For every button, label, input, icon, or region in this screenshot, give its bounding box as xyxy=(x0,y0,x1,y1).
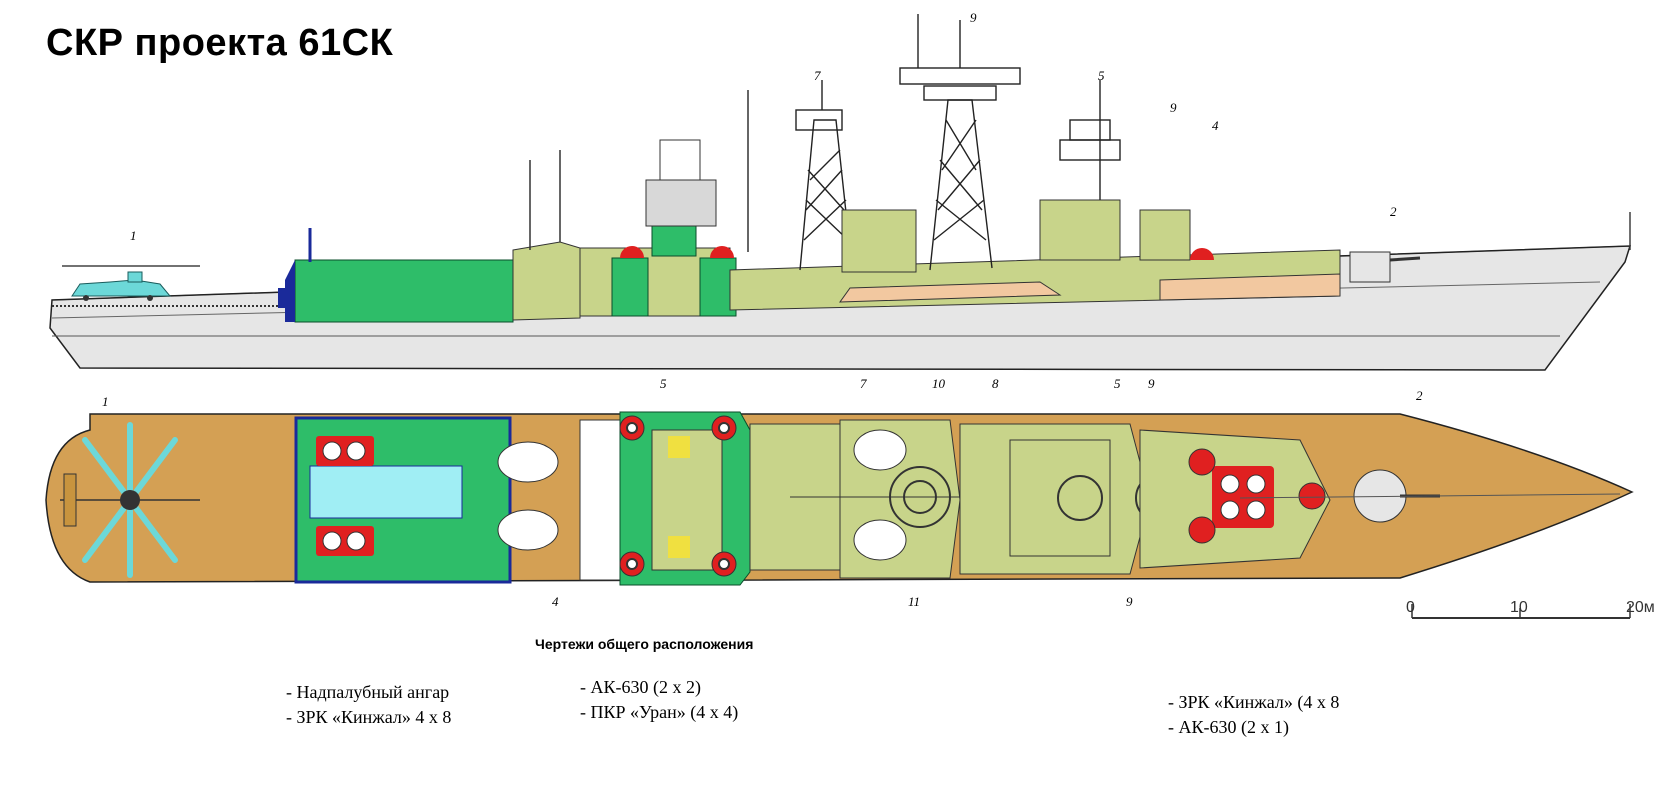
callout-8-plan: 8 xyxy=(992,376,999,391)
callout-9-side: 9 xyxy=(970,10,977,25)
legend-fwd: - ЗРК «Кинжал» (4 х 8 - АК-630 (2 х 1) xyxy=(1168,690,1339,740)
hangar-side xyxy=(294,259,514,323)
callout-1-plan: 1 xyxy=(102,394,109,409)
page-title: СКР проекта 61СК xyxy=(46,22,394,64)
callout-1-side: 1 xyxy=(130,228,137,243)
helipad xyxy=(309,465,463,519)
callout-9-plan: 9 xyxy=(1148,376,1155,391)
legend-item: - ЗРК «Кинжал» 4 х 8 xyxy=(286,707,452,727)
scale-label-20: 20м xyxy=(1626,599,1655,616)
callout-9b-side: 9 xyxy=(1170,100,1177,115)
legend-item: - ПКР «Уран» (4 х 4) xyxy=(580,702,739,722)
legend-item: - ЗРК «Кинжал» (4 х 8 xyxy=(1168,692,1340,712)
callout-11-plan: 11 xyxy=(908,594,920,609)
callout-4-plan: 4 xyxy=(552,594,559,609)
callouts: 1 7 9 5 9 4 2 1 5 7 10 8 5 9 2 4 11 9 xyxy=(102,10,1423,609)
callout-5b-plan: 5 xyxy=(1114,376,1121,391)
callout-2-side: 2 xyxy=(1390,204,1397,219)
lattice-mast-7 xyxy=(795,80,853,271)
aft-gun-house xyxy=(611,257,649,317)
kinzhal-launchers-aft xyxy=(316,436,374,556)
legend-aft: - Надпалубный ангар - ЗРК «Кинжал» 4 х 8 xyxy=(286,680,451,730)
callout-9c-plan: 9 xyxy=(1126,594,1133,609)
scale-bar: 0 10 20м xyxy=(1406,599,1655,619)
plan-view xyxy=(45,411,1634,586)
scale-label-10: 10 xyxy=(1510,599,1528,616)
helicopter-plan xyxy=(60,422,200,578)
callout-10-plan: 10 xyxy=(932,376,946,391)
callout-7-side: 7 xyxy=(814,68,821,83)
callout-5-plan: 5 xyxy=(660,376,667,391)
drawing-caption: Чертежи общего расположения xyxy=(535,636,754,652)
legend-mid: - АК-630 (2 х 2) - ПКР «Уран» (4 х 4) xyxy=(580,675,738,725)
lattice-mast-main xyxy=(899,14,1021,271)
legend-item: - Надпалубный ангар xyxy=(286,682,450,702)
legend-item: - АК-630 (2 х 1) xyxy=(1168,717,1289,737)
legend-item: - АК-630 (2 х 2) xyxy=(580,677,701,697)
callout-5-side: 5 xyxy=(1098,68,1105,83)
helicopter-side xyxy=(62,265,200,301)
callout-4-side: 4 xyxy=(1212,118,1219,133)
scale-label-0: 0 xyxy=(1406,599,1415,616)
side-profile xyxy=(49,14,1632,371)
callout-7-plan: 7 xyxy=(860,376,867,391)
callout-2-plan: 2 xyxy=(1416,388,1423,403)
kinzhal-launcher-fwd xyxy=(1212,466,1274,528)
